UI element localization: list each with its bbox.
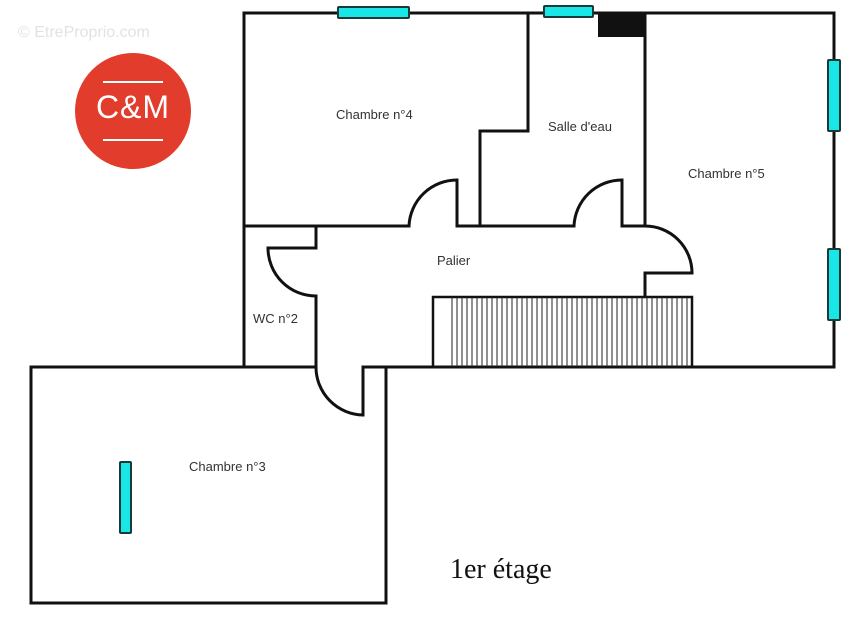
window-chambre5-upper [827, 59, 841, 132]
chimney-block [598, 13, 645, 37]
logo-text: C&M [95, 89, 171, 125]
staircase [431, 295, 694, 369]
door-salle-d-eau[interactable] [572, 178, 623, 227]
room-label-chambre-4: Chambre n°4 [336, 107, 413, 122]
wall-chambre4-bottom-b [455, 178, 482, 228]
room-label-wc-2: WC n°2 [253, 311, 298, 326]
door-chambre3[interactable] [314, 366, 364, 417]
door-chambre4[interactable] [407, 178, 458, 227]
window-salle-d-eau [543, 5, 594, 18]
door-wc[interactable] [266, 247, 317, 298]
room-label-chambre-3: Chambre n°3 [189, 459, 266, 474]
room-label-chambre-5: Chambre n°5 [688, 166, 765, 181]
windows [119, 5, 841, 534]
wall-salle-bottom-b [620, 178, 647, 228]
window-chambre4 [337, 6, 410, 19]
wall-chambre5-jamb [643, 271, 694, 298]
room-label-palier: Palier [437, 253, 471, 268]
room-label-salle-d-eau: Salle d'eau [548, 119, 612, 134]
floor-label: 1er étage [450, 554, 552, 585]
wall-chambre3 [29, 365, 388, 605]
wall-wc-top [242, 224, 318, 250]
watermark: © EtreProprio.com [18, 24, 150, 41]
wall-chambre4-salle [478, 11, 530, 228]
window-chambre5-lower [827, 248, 841, 321]
window-chambre3 [119, 461, 132, 534]
doors [266, 178, 694, 417]
door-chambre5[interactable] [644, 224, 694, 274]
logo-bar-top [103, 81, 163, 83]
agency-logo: C&M [75, 53, 191, 169]
logo-bar-bottom [103, 139, 163, 141]
